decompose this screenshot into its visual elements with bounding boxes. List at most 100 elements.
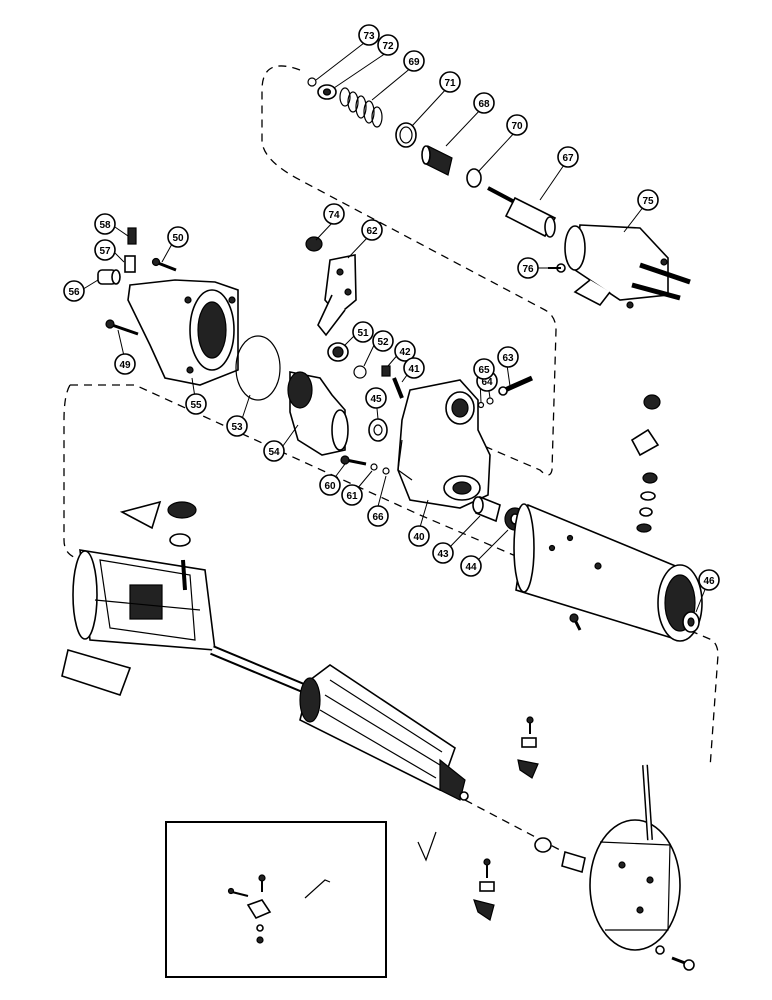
part-74-nut [305, 236, 323, 252]
callout-68: 68 [473, 92, 495, 114]
callout-49: 49 [114, 353, 136, 375]
svg-text:70: 70 [511, 121, 523, 132]
callout-45: 45 [365, 387, 387, 409]
part-63-pin [498, 375, 534, 396]
brush-screw-upper [517, 716, 539, 779]
part-76-screw [548, 263, 566, 273]
svg-text:67: 67 [562, 153, 574, 164]
part-50-screw [151, 257, 177, 272]
part-61-washer [370, 463, 378, 471]
svg-text:43: 43 [437, 549, 449, 560]
field-frame [513, 503, 703, 642]
terminal-stack [630, 394, 661, 533]
part-41-pin [392, 377, 404, 399]
svg-text:55: 55 [190, 400, 202, 411]
callout-66: 66 [367, 505, 389, 527]
svg-text:51: 51 [357, 328, 369, 339]
callout-58: 58 [94, 213, 116, 235]
callout-60: 60 [319, 474, 341, 496]
callout-42: 42 [394, 340, 416, 362]
v-marker [417, 831, 437, 862]
part-53-gasket [235, 335, 281, 401]
svg-text:66: 66 [372, 512, 384, 523]
field-coil-assembly [72, 549, 216, 651]
callout-62: 62 [361, 219, 383, 241]
callout-63: 63 [497, 346, 519, 368]
svg-text:50: 50 [172, 233, 184, 244]
part-67-shaft [487, 186, 557, 238]
part-51-bushing [327, 342, 349, 362]
part-69-spring [339, 87, 383, 128]
part-54-drive-pinion [287, 371, 349, 456]
svg-text:72: 72 [382, 41, 394, 52]
svg-text:69: 69 [408, 57, 420, 68]
frame-screw [569, 613, 582, 631]
part-55-nose-housing [127, 279, 239, 386]
inset-box [165, 821, 387, 978]
callout-71: 71 [439, 71, 461, 93]
brush-screw-lower [473, 858, 495, 921]
svg-text:61: 61 [346, 491, 358, 502]
callouts: 73 72 69 71 68 70 67 75 76 74 62 58 57 5… [63, 24, 720, 591]
callout-73: 73 [358, 24, 380, 46]
part-64-ring [477, 401, 485, 409]
callout-74: 74 [323, 203, 345, 225]
callout-51: 51 [352, 321, 374, 343]
part-45-washer [368, 418, 388, 442]
callout-72: 72 [377, 34, 399, 56]
part-58-pin [127, 227, 137, 245]
part-70-washer [466, 168, 482, 188]
svg-text:40: 40 [413, 532, 425, 543]
part-62-shift-lever [317, 254, 357, 337]
part-40-drive-housing [397, 379, 491, 509]
callout-55: 55 [185, 393, 207, 415]
svg-text:42: 42 [399, 347, 411, 358]
svg-text:60: 60 [324, 481, 336, 492]
svg-text:62: 62 [366, 226, 378, 237]
part-60-screw [340, 455, 367, 466]
callout-44: 44 [460, 555, 482, 577]
callout-46: 46 [698, 569, 720, 591]
part-73-snap-ring [307, 77, 317, 87]
part-71-ring [395, 122, 417, 148]
svg-text:41: 41 [408, 364, 420, 375]
callout-75: 75 [637, 189, 659, 211]
svg-text:54: 54 [268, 447, 280, 458]
callout-43: 43 [432, 542, 454, 564]
svg-text:74: 74 [328, 210, 340, 221]
part-75-solenoid [564, 224, 691, 309]
commutator-end-plate [589, 764, 681, 951]
svg-text:53: 53 [231, 422, 243, 433]
callout-67: 67 [557, 146, 579, 168]
end-cap-sleeve [561, 850, 586, 874]
svg-text:46: 46 [703, 576, 715, 587]
callout-65: 65 [473, 358, 495, 380]
callout-50: 50 [167, 226, 189, 248]
part-66-ring [382, 467, 390, 475]
svg-text:49: 49 [119, 360, 131, 371]
part-57-plug [124, 255, 136, 273]
callout-70: 70 [506, 114, 528, 136]
drive-group-outline [63, 384, 719, 769]
svg-text:45: 45 [370, 394, 382, 405]
callout-40: 40 [408, 525, 430, 547]
callout-76: 76 [517, 257, 539, 279]
part-65-ring [486, 397, 494, 405]
part-46-washer [682, 611, 700, 633]
svg-text:63: 63 [502, 353, 514, 364]
svg-text:44: 44 [465, 562, 477, 573]
callout-54: 54 [263, 440, 285, 462]
callout-52: 52 [372, 330, 394, 352]
callout-57: 57 [94, 239, 116, 261]
svg-text:65: 65 [478, 365, 490, 376]
svg-text:52: 52 [377, 337, 389, 348]
part-49-bolt [105, 319, 139, 336]
part-56-bushing [97, 269, 121, 285]
svg-text:57: 57 [99, 246, 111, 257]
svg-text:73: 73 [363, 31, 375, 42]
svg-text:56: 56 [68, 287, 80, 298]
insulator-strip [61, 648, 132, 696]
armature [210, 645, 469, 801]
svg-text:75: 75 [642, 196, 654, 207]
